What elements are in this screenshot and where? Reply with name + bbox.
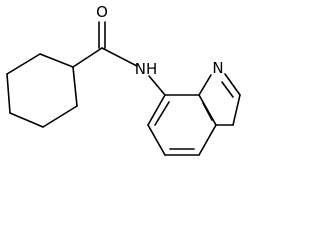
bond (224, 73, 241, 96)
quinoline-ring (147, 73, 241, 156)
bond (221, 81, 234, 98)
bond (147, 94, 166, 126)
bond (42, 105, 78, 128)
bond (232, 94, 241, 126)
bond (147, 124, 166, 156)
bond (39, 53, 74, 68)
bond (72, 47, 103, 68)
chemical-structure: O NH N (6, 3, 241, 156)
oxygen-atom-label: O (96, 3, 108, 21)
bond (101, 47, 138, 67)
bond (72, 66, 78, 107)
bond (154, 101, 170, 126)
amide-group (72, 21, 166, 96)
bond (198, 74, 212, 96)
bond (148, 75, 166, 96)
bond (6, 53, 41, 75)
bond (6, 73, 11, 114)
quinoline-nitrogen-label: N (212, 59, 223, 77)
bond (202, 102, 213, 121)
cyclohexane-ring (6, 53, 78, 128)
bond (198, 124, 217, 156)
bond (9, 112, 44, 128)
amide-nh-label: NH (135, 60, 158, 78)
